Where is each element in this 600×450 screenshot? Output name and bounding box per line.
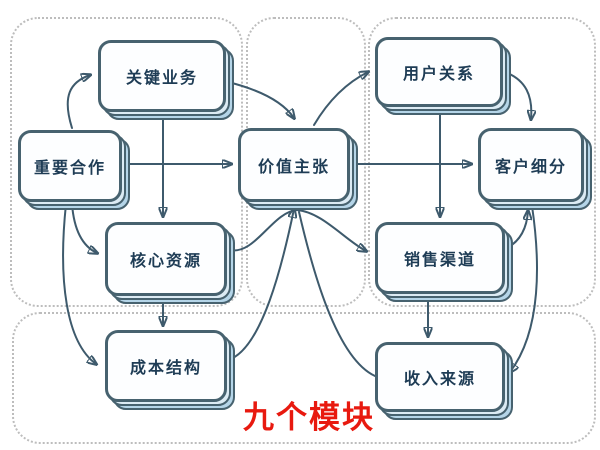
node-key-resources: 核心资源 [105, 222, 227, 296]
node-key-activities: 关键业务 [98, 40, 226, 112]
region-right-customer [368, 17, 596, 307]
node-label-sales-channels: 销售渠道 [403, 252, 476, 269]
node-label-value-proposition: 价值主张 [257, 159, 330, 176]
node-value-proposition: 价值主张 [238, 128, 350, 202]
node-label-key-partnerships: 重要合作 [33, 160, 106, 177]
node-customer-segments: 客户细分 [478, 128, 584, 202]
page-title: 九个模块 [243, 400, 375, 435]
edge-resources-to-channels [228, 208, 366, 251]
region-bottom-finance [12, 312, 596, 444]
edge-partners-to-cost [62, 203, 96, 364]
node-label-revenue-streams: 收入来源 [403, 371, 476, 388]
node-customer-relationships: 用户关系 [375, 37, 503, 107]
node-label-customer-relationships: 用户关系 [402, 66, 475, 83]
edge-activities-to-value [227, 81, 294, 118]
node-sales-channels: 销售渠道 [375, 222, 505, 294]
edge-value-to-relationships [313, 72, 368, 126]
node-label-key-resources: 核心资源 [129, 253, 202, 270]
node-key-partnerships: 重要合作 [18, 130, 122, 202]
node-cost-structure: 成本结构 [105, 330, 227, 402]
edge-segments-to-revenue [510, 205, 538, 372]
node-revenue-streams: 收入来源 [375, 342, 505, 412]
edge-partners-to-activities [66, 75, 90, 129]
node-label-key-activities: 关键业务 [125, 70, 198, 87]
node-label-customer-segments: 客户细分 [494, 159, 567, 176]
edge-revenue-to-value [298, 211, 376, 377]
edge-partners-to-resources [71, 203, 97, 253]
node-label-cost-structure: 成本结构 [129, 360, 202, 377]
edge-cost-to-value [227, 209, 294, 361]
